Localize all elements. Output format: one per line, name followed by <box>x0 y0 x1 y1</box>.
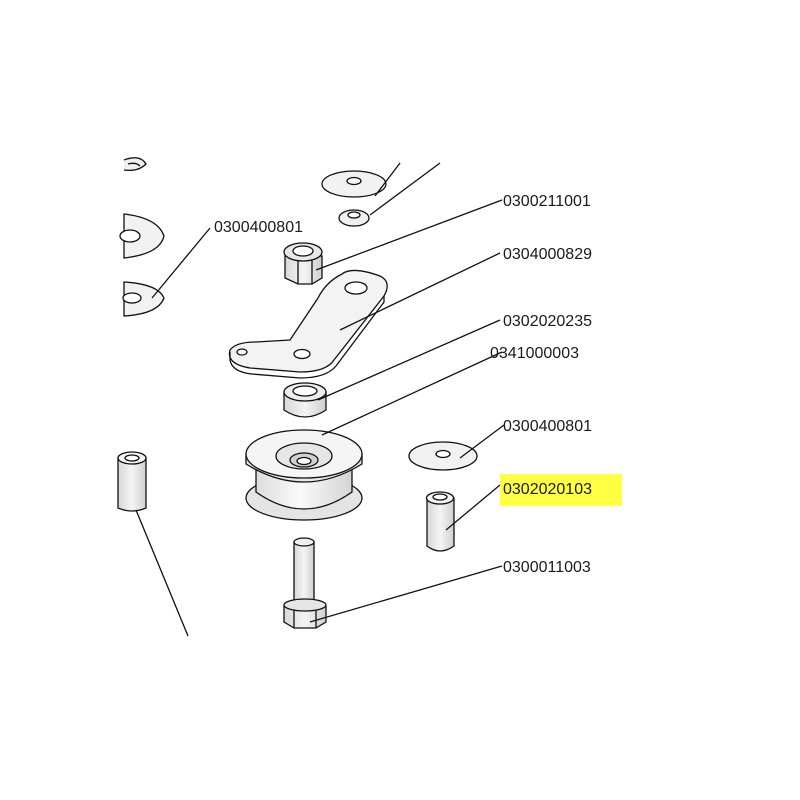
part-label-0300400801-upper: 0300400801 <box>214 219 303 236</box>
partial-washer-lower-left <box>122 281 165 317</box>
partial-washer-upper-left <box>119 213 165 259</box>
hex-bolt <box>283 537 327 629</box>
part-label-0300211001: 0300211001 <box>503 193 591 210</box>
bracket-plate <box>228 269 388 379</box>
label-highlight <box>500 474 622 506</box>
washer-small <box>338 209 370 227</box>
leader-lines <box>135 162 505 637</box>
partial-sleeve-left <box>117 451 147 512</box>
sleeve-right <box>425 491 455 552</box>
part-label-0304000829: 0304000829 <box>503 246 592 263</box>
part-label-0341000003: 0341000003 <box>490 345 579 362</box>
part-label-0300011003: 0300011003 <box>503 559 591 576</box>
spacer-bushing <box>283 382 327 418</box>
hex-nut <box>283 242 323 285</box>
washer-top-large <box>321 170 387 198</box>
part-label-0302020235: 0302020235 <box>503 313 592 330</box>
pulley <box>245 429 363 521</box>
partial-part-top-left <box>123 157 147 172</box>
part-label-0302020103-highlighted: 0302020103 <box>503 481 592 498</box>
washer-right <box>408 441 478 471</box>
part-label-0300400801-lower: 0300400801 <box>503 418 592 435</box>
